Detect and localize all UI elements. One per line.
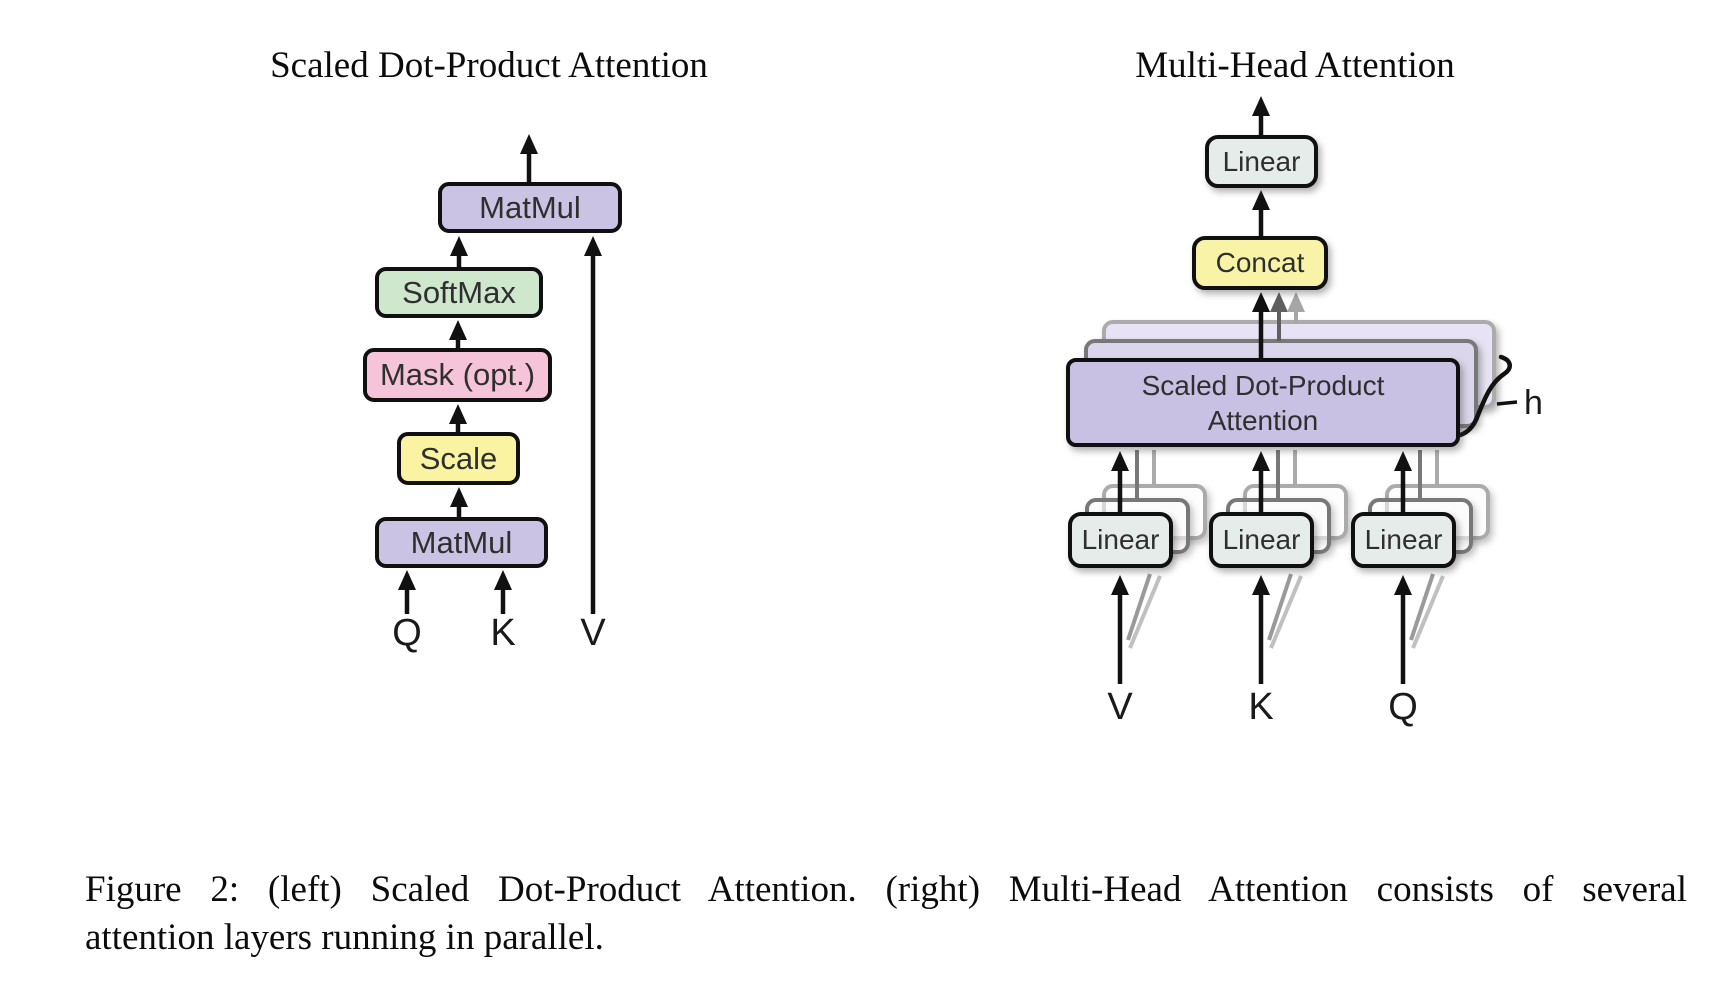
v-ghost-input-stroke-2 — [1128, 575, 1162, 649]
q-input-label-right: Q — [1388, 686, 1418, 728]
linear-q-box: Linear — [1351, 512, 1456, 568]
matmul-bottom-label: MatMul — [410, 524, 513, 560]
k-input-label: K — [490, 612, 516, 654]
k-ghost-input-stroke-2 — [1269, 575, 1303, 649]
attention-label-line1: Scaled Dot-Product — [1141, 369, 1385, 401]
matmul-top-label: MatMul — [479, 189, 581, 225]
head-count-dash — [1496, 400, 1518, 406]
figure-caption: Figure 2: (left) Scaled Dot-Product Atte… — [85, 866, 1687, 962]
scale-label: Scale — [419, 440, 498, 476]
q-input-label: Q — [392, 612, 422, 654]
head-count-brace — [1435, 354, 1512, 438]
k-input-label-right: K — [1248, 686, 1274, 728]
matmul-top-box: MatMul — [438, 182, 622, 233]
matmul-bottom-box: MatMul — [375, 517, 548, 568]
v-input-label-right: V — [1107, 686, 1133, 728]
linear-v-label: Linear — [1081, 524, 1160, 555]
concat-box: Concat — [1192, 236, 1328, 290]
v-ghost-input-stroke-1 — [1126, 573, 1152, 641]
linear-k-label: Linear — [1222, 524, 1301, 555]
concat-label: Concat — [1215, 247, 1305, 278]
head-count-label: h — [1524, 384, 1543, 422]
scaled-dot-product-attention-label: Scaled Dot-Product Attention — [1142, 368, 1385, 438]
q-ghost-input-stroke-2 — [1411, 575, 1445, 649]
q-ghost-input-stroke-1 — [1409, 573, 1435, 641]
linear-q-label: Linear — [1364, 524, 1443, 555]
linear-output-label: Linear — [1222, 145, 1301, 177]
v-input-label: V — [580, 612, 606, 654]
scaled-dot-product-attention-box: Scaled Dot-Product Attention — [1066, 358, 1460, 447]
softmax-box: SoftMax — [375, 267, 543, 318]
softmax-label: SoftMax — [402, 274, 516, 310]
left-diagram-title: Scaled Dot-Product Attention — [270, 45, 708, 86]
linear-v-box: Linear — [1068, 512, 1173, 568]
caption-line-1: Figure 2: (left) Scaled Dot-Product Atte… — [85, 869, 1687, 910]
linear-k-box: Linear — [1209, 512, 1314, 568]
caption-line-2: attention layers running in parallel. — [85, 917, 604, 958]
attention-label-line2: Attention — [1207, 404, 1319, 436]
k-ghost-input-stroke-1 — [1267, 573, 1293, 641]
right-diagram-title: Multi-Head Attention — [1135, 45, 1455, 86]
linear-output-box: Linear — [1205, 135, 1318, 188]
scale-box: Scale — [397, 432, 520, 485]
mask-box: Mask (opt.) — [363, 348, 552, 402]
mask-label: Mask (opt.) — [379, 357, 536, 392]
